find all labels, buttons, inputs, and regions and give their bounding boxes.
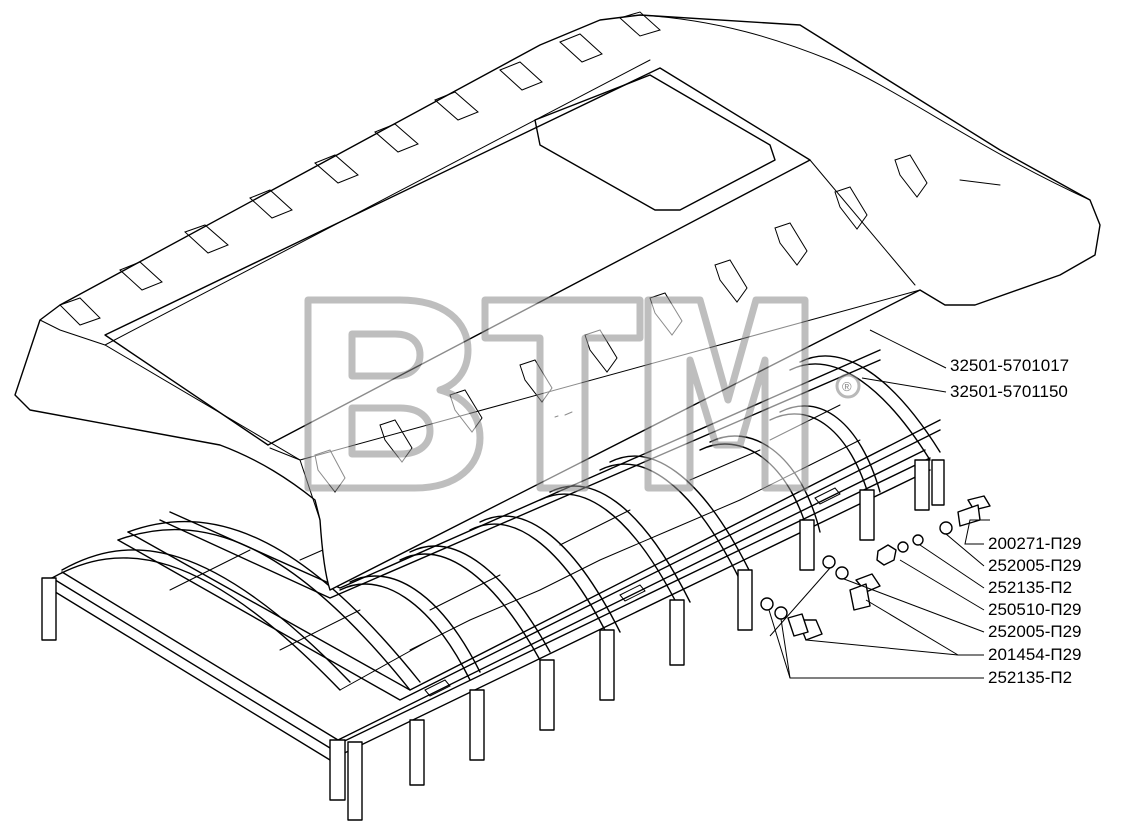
fasteners bbox=[760, 495, 991, 641]
washer-icon bbox=[939, 521, 953, 535]
leader-lines bbox=[768, 329, 990, 679]
roof-frame-assembly bbox=[41, 349, 945, 821]
part-label-washer-c: 252005-П29 bbox=[988, 622, 1082, 641]
bow-set bbox=[51, 355, 941, 691]
bolt-lower-icon bbox=[787, 613, 823, 641]
part-label-washer-b: 252135-П2 bbox=[988, 578, 1073, 597]
watermark-logo: ® bbox=[304, 296, 861, 492]
registered-mark: ® bbox=[842, 379, 852, 394]
part-label-bolt-b: 201454-П29 bbox=[988, 645, 1082, 664]
cover-ribs-upper bbox=[59, 11, 661, 326]
washer-icon bbox=[912, 534, 924, 546]
washer-icon bbox=[760, 597, 774, 611]
part-label-frame: 32501-5701150 bbox=[950, 382, 1068, 401]
frame-legs bbox=[41, 459, 945, 821]
part-label-washer-d: 252135-П2 bbox=[988, 668, 1073, 687]
bolt-upper-icon bbox=[957, 495, 991, 527]
part-label-cover: 32501-5701017 bbox=[950, 356, 1070, 375]
part-label-bolt-a: 200271-П29 bbox=[988, 534, 1082, 553]
washer-icon bbox=[835, 566, 849, 580]
bolt-middle-icon bbox=[849, 573, 881, 611]
washer-icon bbox=[774, 606, 788, 620]
washer-icon bbox=[897, 541, 909, 553]
washer-icon bbox=[822, 555, 836, 569]
nut-icon bbox=[876, 544, 897, 566]
part-label-washer-a: 252005-П29 bbox=[988, 556, 1082, 575]
part-label-nut: 250510-П29 bbox=[988, 600, 1082, 619]
